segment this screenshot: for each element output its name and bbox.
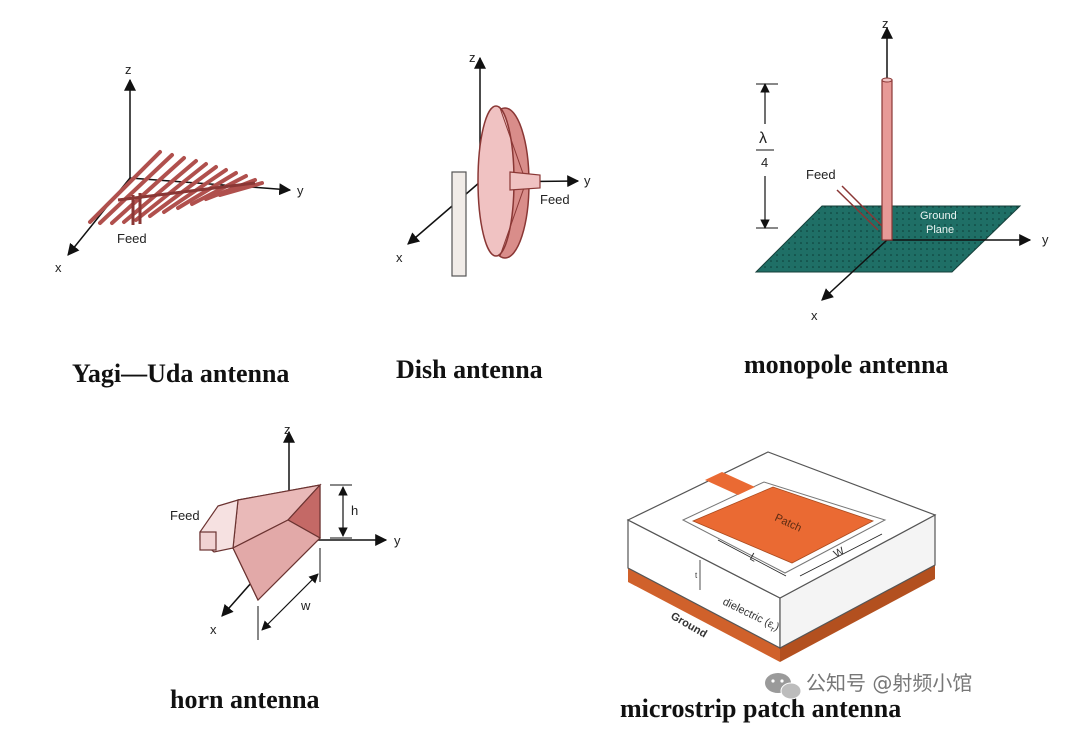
microstrip-caption: microstrip patch antenna bbox=[620, 694, 901, 723]
feed-line bbox=[705, 472, 755, 495]
dish-y-label: y bbox=[584, 173, 591, 188]
ground-plane-label-2: Plane bbox=[926, 224, 954, 236]
dish-z-label: z bbox=[469, 50, 476, 65]
dish-feed-label: Feed bbox=[540, 192, 570, 207]
watermark-text: 公知号 @射频小馆 bbox=[806, 671, 972, 695]
monopole-feed-line bbox=[841, 185, 883, 227]
monopole-element bbox=[881, 79, 893, 241]
horn-w-dimension bbox=[261, 573, 319, 631]
dish-reflector bbox=[477, 105, 515, 257]
horn-z-label: z bbox=[284, 422, 291, 437]
microstrip-patch-antenna: Patch L W t dielectric (εr) Ground micro… bbox=[620, 451, 937, 723]
dish-antenna: z y x Feed Dish antenna bbox=[396, 50, 591, 384]
monopole-y-label: y bbox=[1042, 232, 1049, 247]
monopole-x-axis bbox=[821, 239, 888, 301]
dish-x-label: x bbox=[396, 250, 403, 265]
yagi-uda-antenna: z y x Feed Yagi—Uda antenna bbox=[55, 62, 304, 388]
wechat-icon bbox=[765, 673, 802, 700]
horn-w-label: w bbox=[300, 598, 311, 613]
horn-h-label: h bbox=[351, 503, 358, 518]
ground-layer-front bbox=[628, 568, 780, 662]
monopole-feed-label: Feed bbox=[806, 167, 836, 182]
horn-feed-label: Feed bbox=[170, 508, 200, 523]
monopole-antenna: Ground Plane z y x Feed λ 4 monopole ant… bbox=[744, 16, 1049, 379]
yagi-feed-label: Feed bbox=[117, 231, 147, 246]
yagi-elements bbox=[88, 150, 264, 225]
ground-layer-side bbox=[780, 565, 935, 662]
horn-caption: horn antenna bbox=[170, 685, 320, 714]
dish-mast bbox=[451, 171, 467, 277]
horn-x-label: x bbox=[210, 622, 217, 637]
yagi-y-label: y bbox=[297, 183, 304, 198]
patch bbox=[691, 486, 875, 564]
horn-antenna: z y x Feed h w horn antenna bbox=[170, 422, 401, 714]
dish-caption: Dish antenna bbox=[396, 355, 543, 384]
monopole-z-label: z bbox=[882, 16, 889, 31]
dish-feed-horn bbox=[509, 171, 541, 191]
yagi-z-label: z bbox=[125, 62, 132, 77]
watermark: 公知号 @射频小馆 bbox=[765, 671, 972, 700]
monopole-x-label: x bbox=[811, 308, 818, 323]
thickness-label: t bbox=[695, 571, 698, 580]
ground-plane-label-1: Ground bbox=[920, 210, 957, 222]
dish-x-axis bbox=[407, 181, 481, 245]
quarter-label: 4 bbox=[761, 155, 768, 170]
horn-y-label: y bbox=[394, 533, 401, 548]
lambda-label: λ bbox=[759, 130, 767, 147]
yagi-caption: Yagi—Uda antenna bbox=[72, 359, 289, 388]
patch-l-label: L bbox=[748, 551, 759, 564]
yagi-x-label: x bbox=[55, 260, 62, 275]
monopole-caption: monopole antenna bbox=[744, 350, 948, 379]
